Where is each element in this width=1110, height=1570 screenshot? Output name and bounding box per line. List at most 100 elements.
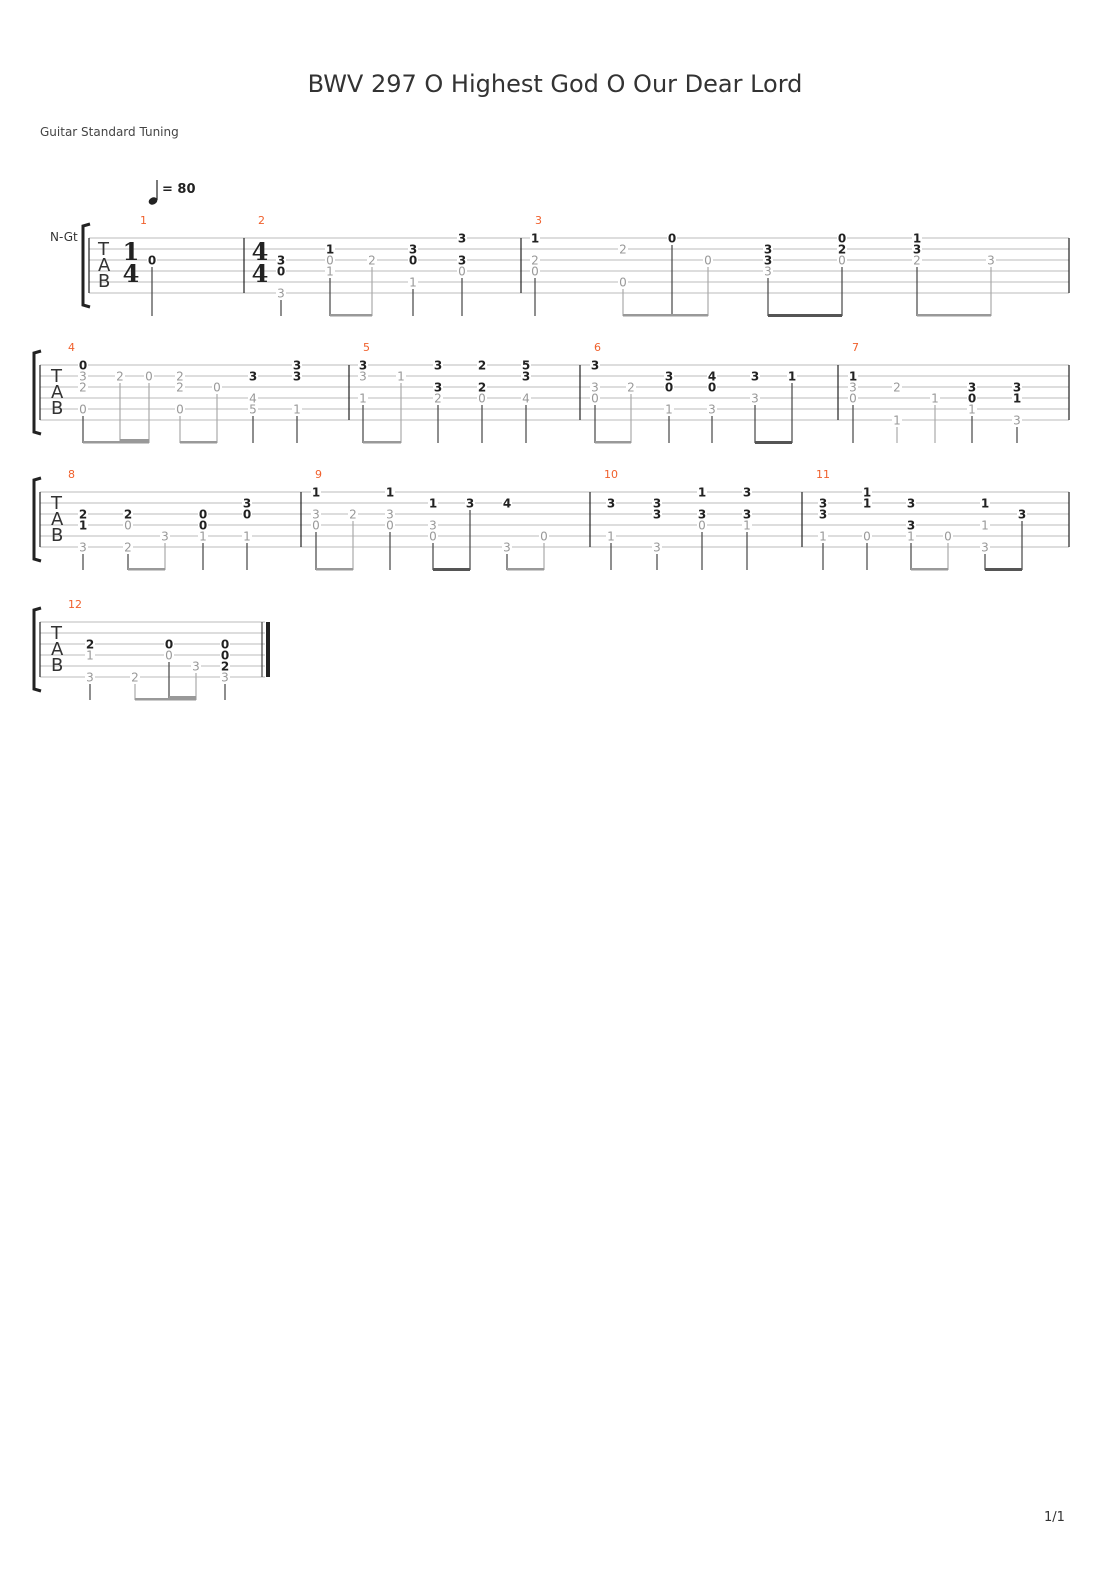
fret-number: 3 <box>277 254 285 268</box>
beat: 130 <box>848 370 858 443</box>
note-bg <box>292 371 302 381</box>
fret-number: 1 <box>293 403 301 417</box>
fret-number: 4 <box>708 370 716 384</box>
note-bg <box>248 393 258 403</box>
note-bg <box>664 404 674 414</box>
time-signature: 4 <box>252 237 269 266</box>
beat: 333 <box>763 243 773 316</box>
note-bg <box>311 509 321 519</box>
note-bg <box>912 233 922 243</box>
fret-number: 1 <box>86 649 94 663</box>
beam <box>180 441 217 444</box>
fret-number: 2 <box>478 381 486 395</box>
beat: 130 <box>428 497 438 570</box>
fret-number: 3 <box>503 541 511 555</box>
note-bg <box>664 371 674 381</box>
note-bg <box>906 531 916 541</box>
beat: 1 <box>396 370 406 443</box>
note-bg <box>325 244 335 254</box>
fret-number: 0 <box>199 508 207 522</box>
note-bg <box>428 498 438 508</box>
note-bg <box>697 509 707 519</box>
note-bg <box>848 382 858 392</box>
note-bg <box>906 520 916 530</box>
beat: 331 <box>292 359 302 443</box>
beat: 0 <box>147 254 157 316</box>
beat: 1 <box>787 370 797 443</box>
beat: 220 <box>477 359 487 443</box>
beat: 20 <box>618 243 628 316</box>
fret-number: 1 <box>429 497 437 511</box>
note-bg <box>742 509 752 519</box>
time-signature: 1 <box>123 237 140 266</box>
fret-number: 0 <box>409 254 417 268</box>
fret-number: 1 <box>409 276 417 290</box>
fret-number: 3 <box>221 671 229 685</box>
fret-number: 1 <box>359 392 367 406</box>
measure-number: 12 <box>68 598 82 611</box>
note-bg <box>763 255 773 265</box>
note-bg <box>428 520 438 530</box>
note-bg <box>980 542 990 552</box>
fret-number: 0 <box>79 359 87 373</box>
note-bg <box>123 509 133 519</box>
tab-clef-letter: A <box>51 639 64 660</box>
fret-number: 1 <box>931 392 939 406</box>
measure-number: 2 <box>258 214 265 227</box>
note-bg <box>457 255 467 265</box>
beam <box>128 568 165 571</box>
fret-number: 3 <box>591 381 599 395</box>
note-bg <box>385 487 395 497</box>
note-bg <box>967 393 977 403</box>
fret-number: 0 <box>124 519 132 533</box>
note-bg <box>276 255 286 265</box>
fret-number: 2 <box>116 370 124 384</box>
note-bg <box>742 520 752 530</box>
note-bg <box>175 382 185 392</box>
beat: 213 <box>78 508 88 570</box>
note-bg <box>521 371 531 381</box>
note-bg <box>144 371 154 381</box>
fret-number: 0 <box>849 392 857 406</box>
fret-number: 1 <box>531 232 539 246</box>
fret-number: 3 <box>743 508 751 522</box>
fret-number: 0 <box>863 530 871 544</box>
beam <box>433 568 470 571</box>
note-bg <box>787 371 797 381</box>
beat: 130 <box>385 486 395 570</box>
beam <box>83 441 149 444</box>
note-bg <box>848 371 858 381</box>
fret-number: 2 <box>124 508 132 522</box>
beat: 0 <box>703 254 713 316</box>
measure-number: 3 <box>535 214 542 227</box>
note-bg <box>164 650 174 660</box>
beat: 0 <box>539 530 549 570</box>
beat: 001 <box>198 508 208 570</box>
fret-number: 1 <box>397 370 405 384</box>
note-bg <box>967 404 977 414</box>
fret-number: 0 <box>79 403 87 417</box>
beat: 301 <box>408 243 418 316</box>
beat: 0 <box>144 370 154 443</box>
beat: 330 <box>590 359 600 443</box>
note-bg <box>385 520 395 530</box>
beat: 331 <box>742 486 752 570</box>
note-bg <box>967 382 977 392</box>
tempo-marking: = 80 <box>148 180 196 205</box>
note-bg <box>707 371 717 381</box>
note-bg <box>396 371 406 381</box>
note-bg <box>433 393 443 403</box>
note-bg <box>433 360 443 370</box>
note-bg <box>742 487 752 497</box>
fret-number: 2 <box>86 638 94 652</box>
fret-number: 2 <box>893 381 901 395</box>
beat: 345 <box>248 370 258 443</box>
fret-number: 0 <box>591 392 599 406</box>
tab-clef-letter: T <box>97 239 110 260</box>
page-number: 1/1 <box>1044 1510 1065 1525</box>
note-bg <box>530 255 540 265</box>
beam <box>507 568 544 571</box>
note-bg <box>123 542 133 552</box>
